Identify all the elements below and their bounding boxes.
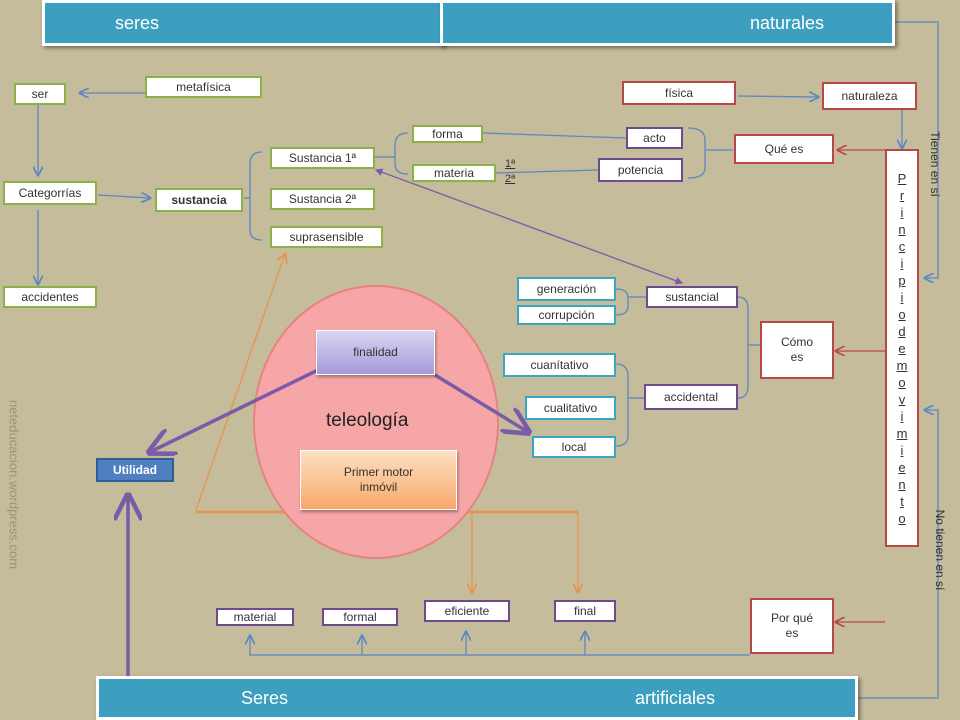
principio-letter: o (898, 510, 906, 526)
node-forma: forma (412, 125, 483, 143)
node-local: local (532, 436, 616, 458)
node-accidentes: accidentes (3, 286, 97, 308)
principio-letter: e (898, 340, 906, 356)
node-generacion: generación (517, 277, 616, 301)
principio-letter: t (900, 493, 904, 509)
node-cualitativo: cualitativo (525, 396, 616, 420)
principio-letter: n (898, 221, 906, 237)
node-metafisica: metafísica (145, 76, 262, 98)
principio-letter: m (896, 425, 908, 441)
principio-letter: P (897, 170, 907, 186)
node-que-es: Qué es (734, 134, 834, 164)
node-final: final (554, 600, 616, 622)
teleologia-label: teleología (326, 410, 409, 431)
banner-seres-artificiales: Seres artificiales (96, 676, 858, 720)
principio-letter: r (899, 187, 905, 203)
node-sustancia: sustancia (155, 188, 243, 212)
principio-letter: o (898, 374, 906, 390)
node-corrupcion: corrupción (517, 305, 616, 325)
node-materia: materia (412, 164, 496, 182)
banner-seres-naturales-left: seres (42, 0, 444, 46)
node-sustancia-1: Sustancia 1ª (270, 147, 375, 169)
node-formal: formal (322, 608, 398, 626)
node-fisica: física (622, 81, 736, 105)
principio-letter: i (900, 204, 904, 220)
node-naturaleza: naturaleza (822, 82, 917, 110)
watermark: neteducacion.wordpress.com (6, 399, 22, 570)
principio-letter: i (900, 408, 904, 424)
banner-title-seres: seres (115, 12, 160, 33)
label-no-tienen-en-si: No tienen en sí (933, 509, 947, 591)
node-primer-motor-inmovil: Primer motor inmóvil (300, 450, 457, 510)
node-sustancial: sustancial (646, 286, 738, 308)
node-categorrias: Categorrías (3, 181, 97, 205)
principio-letter: i (900, 255, 904, 271)
node-por-que-es: Por qué es (750, 598, 834, 654)
principio-letter: n (898, 476, 906, 492)
principio-letter: i (900, 289, 904, 305)
principio-letter: v (898, 391, 906, 407)
principio-letter: p (898, 272, 906, 288)
node-acto: acto (626, 127, 683, 149)
node-suprasensible: suprasensible (270, 226, 383, 248)
principio-letter: o (898, 306, 906, 322)
principio-letter: d (898, 323, 906, 339)
node-eficiente: eficiente (424, 600, 510, 622)
node-ser: ser (14, 83, 66, 105)
node-potencia: potencia (598, 158, 683, 182)
node-utilidad: Utilidad (96, 458, 174, 482)
banner-title-naturales: naturales (749, 12, 824, 33)
node-cuanitativo: cuanítativo (503, 353, 616, 377)
ordinal-1: 1ª (505, 158, 516, 170)
principio-letter: e (898, 459, 906, 475)
principio-letter: m (896, 357, 908, 373)
principio-letter: c (898, 238, 906, 254)
node-accidental: accidental (644, 384, 738, 410)
node-como-es: Cómo es (760, 321, 834, 379)
node-material: material (216, 608, 294, 626)
principio-letter: i (900, 442, 904, 458)
ordinal-2: 2ª (505, 173, 516, 185)
label-tienen-en-si: Tienen en sí (928, 131, 942, 197)
node-sustancia-2: Sustancia 2ª (270, 188, 375, 210)
banner-title-artificiales: artificiales (635, 687, 716, 708)
banner-title-seres-bottom: Seres (241, 687, 289, 708)
node-finalidad: finalidad (316, 330, 435, 375)
banner-seres-naturales-right: naturales (440, 0, 895, 46)
